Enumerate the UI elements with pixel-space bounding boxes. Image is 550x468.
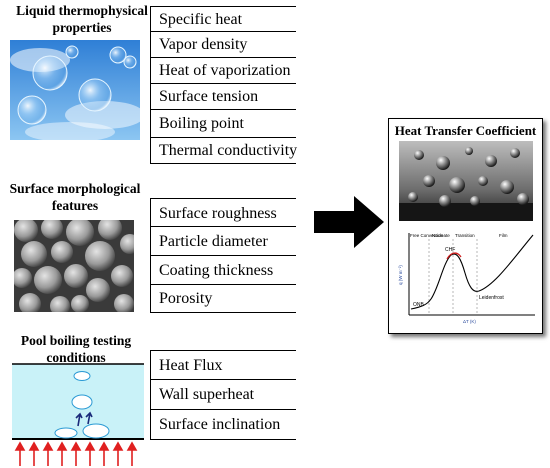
group-title-line1: Liquid thermophysical [16,3,148,18]
regime-label: Free Convection [410,233,444,238]
boiling-curve: Free Convection Nucleate Transition Film… [398,233,535,324]
right-arrow-icon [314,196,384,248]
onb-label: ONB [413,302,425,308]
property-item: Specific heat [150,6,296,32]
heat-transfer-coefficient-panel: Heat Transfer Coefficient [388,118,543,334]
liquid-properties-list: Specific heat Vapor density Heat of vapo… [150,6,297,164]
x-axis-label: ΔT (K) [463,319,476,324]
group-title-pool-boiling: Pool boiling testing conditions [6,332,146,366]
boiling-curve-line [410,234,534,310]
leidenfrost-label: Leidenfrost [479,295,504,301]
y-axis-label: q (W m⁻²) [398,265,403,285]
property-item: Heat Flux [150,350,296,380]
boiling-bubbles-photo [399,141,533,221]
group-title-line1: Surface morphological [9,181,141,196]
property-item: Porosity [150,285,296,313]
group-title-surface-features: Surface morphological features [4,180,146,214]
bubbles-sky-image [10,40,140,140]
surface-features-list: Surface roughness Particle diameter Coat… [150,198,296,313]
property-item: Thermal conductivity [150,138,297,164]
regime-label: Film [499,233,508,238]
chf-label: CHF [445,247,455,253]
group-title-line2: features [51,198,99,213]
sem-particles-image [14,220,134,312]
property-item: Surface tension [150,84,296,110]
pool-boiling-list: Heat Flux Wall superheat Surface inclina… [150,350,296,440]
htc-title: Heat Transfer Coefficient [394,123,537,138]
property-item: Boiling point [150,110,296,138]
group-title-line2: conditions [46,350,106,365]
property-item: Particle diameter [150,227,296,256]
property-item: Vapor density [150,32,296,58]
group-title-line1: Pool boiling testing [20,333,132,348]
property-item: Heat of vaporization [150,58,296,84]
property-item: Coating thickness [150,256,296,285]
bubble-rise-arrows [75,411,93,427]
heat-flux-arrows [14,441,138,466]
group-title-line2: properties [52,20,112,35]
regime-label: Nucleate [432,233,450,238]
regime-label: Transition [455,233,475,238]
pool-boiling-schematic [12,363,144,466]
property-item: Wall superheat [150,380,296,410]
group-title-liquid-properties: Liquid thermophysical properties [8,2,156,36]
property-item: Surface inclination [150,410,296,440]
property-item: Surface roughness [150,198,296,227]
